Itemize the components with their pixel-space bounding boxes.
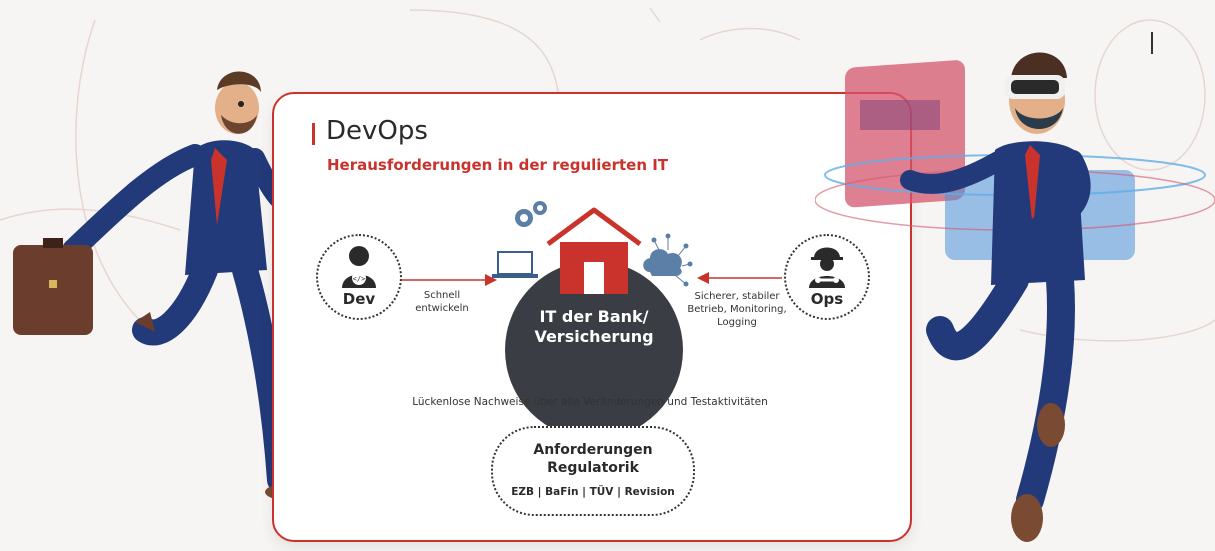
ops-arrow-text-line2: Betrieb, Monitoring,	[687, 304, 787, 315]
vr-man-illustration	[815, 52, 1215, 542]
ops-node: Ops	[784, 234, 870, 320]
requirements-node: Anforderungen Regulatorik EZB | BaFin | …	[491, 426, 695, 516]
dev-node: </> Dev	[316, 234, 402, 320]
diagram-title: DevOps	[326, 116, 428, 146]
ops-arrow-text-line1: Sicherer, stabiler	[694, 291, 780, 302]
dev-label: Dev	[342, 290, 376, 308]
center-node: IT der Bank/ Versicherung	[505, 261, 683, 439]
requirements-title-line2: Regulatorik	[547, 460, 639, 476]
title-accent-bar	[312, 123, 315, 145]
svg-text:</>: </>	[353, 275, 366, 283]
dev-arrow-text-line1: Schnell	[423, 290, 461, 301]
center-label-line1: IT der Bank/	[539, 307, 649, 326]
requirements-subtitle: EZB | BaFin | TÜV | Revision	[511, 486, 675, 498]
ops-arrow-text-line3: Logging	[717, 317, 757, 328]
house-icon	[545, 205, 643, 294]
center-illustration	[492, 201, 693, 294]
center-label-line2: Versicherung	[534, 327, 654, 346]
dev-arrow-text: Schnell entwickeln	[402, 289, 482, 315]
diagram-subtitle: Herausforderungen in der regulierten IT	[327, 156, 669, 174]
engineer-icon	[809, 247, 845, 288]
ops-label: Ops	[810, 290, 844, 308]
cloud-network-icon	[643, 233, 693, 287]
developer-icon: </>	[342, 246, 376, 288]
bottom-arrow-text: Lückenlose Nachweise über alle Veränderu…	[412, 396, 768, 408]
requirements-title-line1: Anforderungen	[533, 442, 653, 458]
text-cursor	[1151, 32, 1153, 54]
laptop-icon	[492, 251, 538, 278]
ops-arrow-text: Sicherer, stabiler Betrieb, Monitoring, …	[678, 290, 796, 329]
gear-icon	[515, 201, 547, 227]
dev-arrow-text-line2: entwickeln	[415, 303, 469, 314]
